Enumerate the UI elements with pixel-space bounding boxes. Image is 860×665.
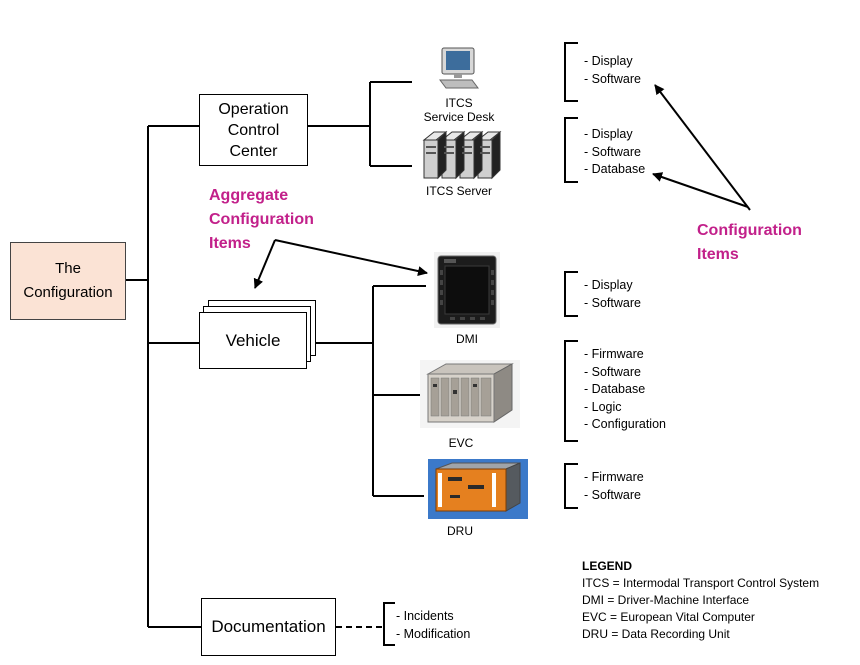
legend-title: LEGEND — [582, 559, 633, 573]
legend-entry: DMI = Driver-Machine Interface — [582, 593, 750, 607]
aggregate-line2: Configuration — [209, 211, 314, 228]
list-item: - Modification — [396, 626, 471, 641]
service-desk-label-line1: ITCS — [445, 96, 473, 110]
documentation-label: Documentation — [211, 617, 326, 636]
list-item: - Software — [584, 71, 641, 86]
recording-unit-icon — [428, 459, 528, 519]
dru-items: - Firmware - Software — [584, 469, 644, 504]
dru-label: DRU — [447, 524, 473, 538]
documentation-node: Documentation — [201, 598, 336, 656]
aggregate-line1: Aggregate — [209, 187, 289, 204]
service-desk-label-line2: Service Desk — [423, 110, 495, 124]
evc-label: EVC — [448, 436, 474, 450]
vehicle-label: Vehicle — [225, 330, 281, 350]
list-item: - Software — [584, 364, 641, 379]
computer-icon — [439, 47, 479, 89]
dmi-label: DMI — [456, 332, 478, 346]
legend-entry: DRU = Data Recording Unit — [582, 627, 730, 641]
legend: LEGEND ITCS = Intermodal Transport Contr… — [582, 558, 819, 643]
occ-label-line3: Center — [229, 142, 278, 160]
root-label-line1: The — [55, 260, 81, 277]
list-item: - Software — [584, 295, 641, 310]
evc-items: - Firmware - Software - Database - Logic… — [584, 346, 666, 434]
list-item: - Software — [584, 144, 641, 159]
display-terminal-icon — [434, 252, 500, 328]
list-item: - Firmware — [584, 347, 644, 361]
aggregate-line3: Items — [209, 235, 251, 252]
list-item: - Logic — [584, 399, 622, 414]
server-items: - Display - Software - Database — [584, 126, 645, 179]
list-item: - Display — [584, 278, 633, 292]
occ-label-line2: Control — [227, 121, 280, 139]
occ-label-line1: Operation — [218, 100, 289, 118]
service-desk-items: - Display - Software — [584, 53, 641, 88]
list-item: - Incidents — [396, 609, 454, 623]
aggregate-configuration-items-annotation: Aggregate Configuration Items — [209, 184, 314, 256]
config-items-line1: Configuration — [697, 222, 802, 239]
vehicle-node: Vehicle — [199, 312, 307, 369]
list-item: - Database — [584, 382, 646, 396]
operation-control-center-node: Operation Control Center — [199, 94, 308, 166]
server-rack-icon — [422, 130, 502, 180]
legend-entry: ITCS = Intermodal Transport Control Syst… — [582, 576, 820, 590]
list-item: - Software — [584, 487, 641, 502]
list-item: - Display — [584, 127, 633, 141]
root-label-line2: Configuration — [23, 284, 113, 301]
list-item: - Display — [584, 54, 633, 68]
legend-entry: EVC = European Vital Computer — [582, 610, 755, 624]
config-items-line2: Items — [697, 246, 739, 263]
computer-unit-icon — [420, 360, 520, 428]
configuration-items-annotation: Configuration Items — [697, 219, 802, 267]
list-item: - Configuration — [584, 417, 666, 431]
dmi-items: - Display - Software — [584, 277, 641, 312]
documentation-items: - Incidents - Modification — [396, 608, 470, 643]
root-node: The Configuration — [10, 242, 126, 320]
list-item: - Firmware — [584, 470, 644, 484]
list-item: - Database — [584, 162, 646, 176]
server-label: ITCS Server — [425, 184, 492, 198]
